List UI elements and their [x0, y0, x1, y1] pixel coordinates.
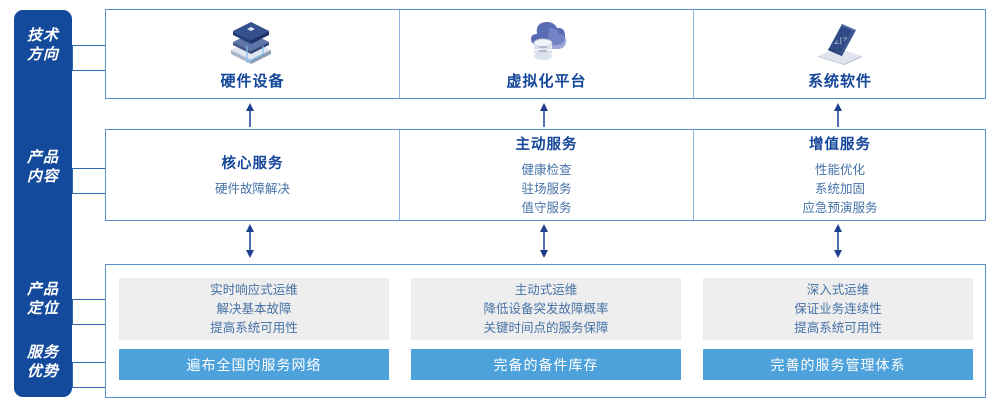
rail-label-line: 优势	[26, 363, 59, 380]
tech-item-system-software[interactable]: </> 系统软件	[694, 10, 986, 98]
panel-product-content: 核心服务 硬件故障解决 主动服务 健康检查 驻场服务 值守服务 增值服务 性能优…	[105, 129, 986, 221]
panel-position-advantage: 实时响应式运维 解决基本故障 提高系统可用性 主动式运维 降低设备突发故障概率 …	[105, 264, 986, 398]
panel-divider	[693, 130, 694, 220]
connector-service-advantage	[72, 362, 105, 388]
position-card-line: 实时响应式运维	[210, 282, 298, 297]
connector-product-content	[72, 168, 105, 194]
position-card-line: 深入式运维	[806, 282, 870, 297]
advantage-bar-label: 完备的备件库存	[493, 356, 599, 373]
left-rail	[14, 10, 72, 397]
rail-label-line: 定位	[26, 300, 59, 317]
content-item-line: 驻场服务	[521, 181, 572, 196]
position-card-proactive[interactable]: 主动式运维 降低设备突发故障概率 关键时间点的服务保障	[411, 278, 681, 340]
arrow-tech-to-content-2	[538, 103, 550, 132]
content-item-value-added-service[interactable]: 增值服务 性能优化 系统加固 应急预演服务	[694, 130, 986, 220]
rail-label-tech-direction: 技术 方向	[14, 26, 72, 64]
tech-item-label: 系统软件	[807, 73, 872, 90]
rail-label-service-advantage: 服务 优势	[14, 343, 72, 381]
tech-item-hardware[interactable]: 硬件设备	[106, 10, 399, 98]
content-item-line: 硬件故障解决	[214, 181, 290, 196]
rail-label-line: 产品	[26, 281, 59, 298]
arrow-content-to-position-3	[832, 224, 844, 263]
content-item-line: 健康检查	[521, 162, 572, 177]
content-item-core-service[interactable]: 核心服务 硬件故障解决	[106, 130, 399, 220]
rail-label-line: 技术	[26, 27, 59, 44]
position-card-indepth[interactable]: 深入式运维 保证业务连续性 提高系统可用性	[703, 278, 973, 340]
rail-label-product-content: 产品 内容	[14, 148, 72, 186]
position-card-line: 保证业务连续性	[794, 301, 882, 316]
tech-item-label: 虚拟化平台	[506, 73, 587, 90]
rail-label-line: 产品	[26, 149, 59, 166]
content-item-line: 性能优化	[814, 162, 865, 177]
position-card-line: 降低设备突发故障概率	[483, 301, 609, 316]
position-card-line: 主动式运维	[514, 282, 578, 297]
advantage-bar-label: 遍布全国的服务网络	[186, 356, 322, 373]
arrow-tech-to-content-1	[244, 103, 256, 132]
panel-tech-direction: 硬件设备 虚拟化平台	[105, 9, 986, 99]
advantage-bar-network[interactable]: 遍布全国的服务网络	[119, 349, 389, 380]
panel-divider	[399, 130, 400, 220]
content-item-heading: 增值服务	[809, 136, 871, 153]
rail-label-product-position: 产品 定位	[14, 280, 72, 318]
advantage-bar-label: 完善的服务管理体系	[770, 356, 906, 373]
content-item-heading: 核心服务	[221, 155, 284, 172]
position-card-realtime[interactable]: 实时响应式运维 解决基本故障 提高系统可用性	[119, 278, 389, 340]
rail-label-line: 内容	[26, 168, 59, 185]
panel-divider	[399, 10, 400, 98]
position-card-line: 提高系统可用性	[210, 320, 298, 335]
arrow-content-to-position-1	[244, 224, 256, 263]
cloud-database-icon	[400, 14, 693, 70]
connector-product-position	[72, 299, 105, 325]
arrow-content-to-position-2	[538, 224, 550, 263]
rail-label-line: 服务	[26, 344, 59, 361]
advantage-bar-spare-parts[interactable]: 完备的备件库存	[411, 349, 681, 380]
connector-tech-direction	[72, 45, 105, 71]
rail-label-line: 方向	[26, 46, 59, 63]
content-item-line: 系统加固	[814, 181, 865, 196]
panel-divider	[693, 10, 694, 98]
position-card-line: 提高系统可用性	[794, 320, 882, 335]
content-item-line: 应急预演服务	[802, 200, 878, 215]
arrow-tech-to-content-3	[832, 103, 844, 132]
code-laptop-icon: </>	[694, 14, 986, 70]
tech-item-label: 硬件设备	[220, 73, 285, 90]
content-item-proactive-service[interactable]: 主动服务 健康检查 驻场服务 值守服务	[400, 130, 693, 220]
server-stack-icon	[106, 14, 399, 70]
content-item-line: 值守服务	[521, 200, 572, 215]
position-card-line: 关键时间点的服务保障	[483, 320, 609, 335]
position-card-line: 解决基本故障	[216, 301, 292, 316]
tech-item-virtualization[interactable]: 虚拟化平台	[400, 10, 693, 98]
advantage-bar-management[interactable]: 完善的服务管理体系	[703, 349, 973, 380]
content-item-heading: 主动服务	[515, 136, 578, 153]
